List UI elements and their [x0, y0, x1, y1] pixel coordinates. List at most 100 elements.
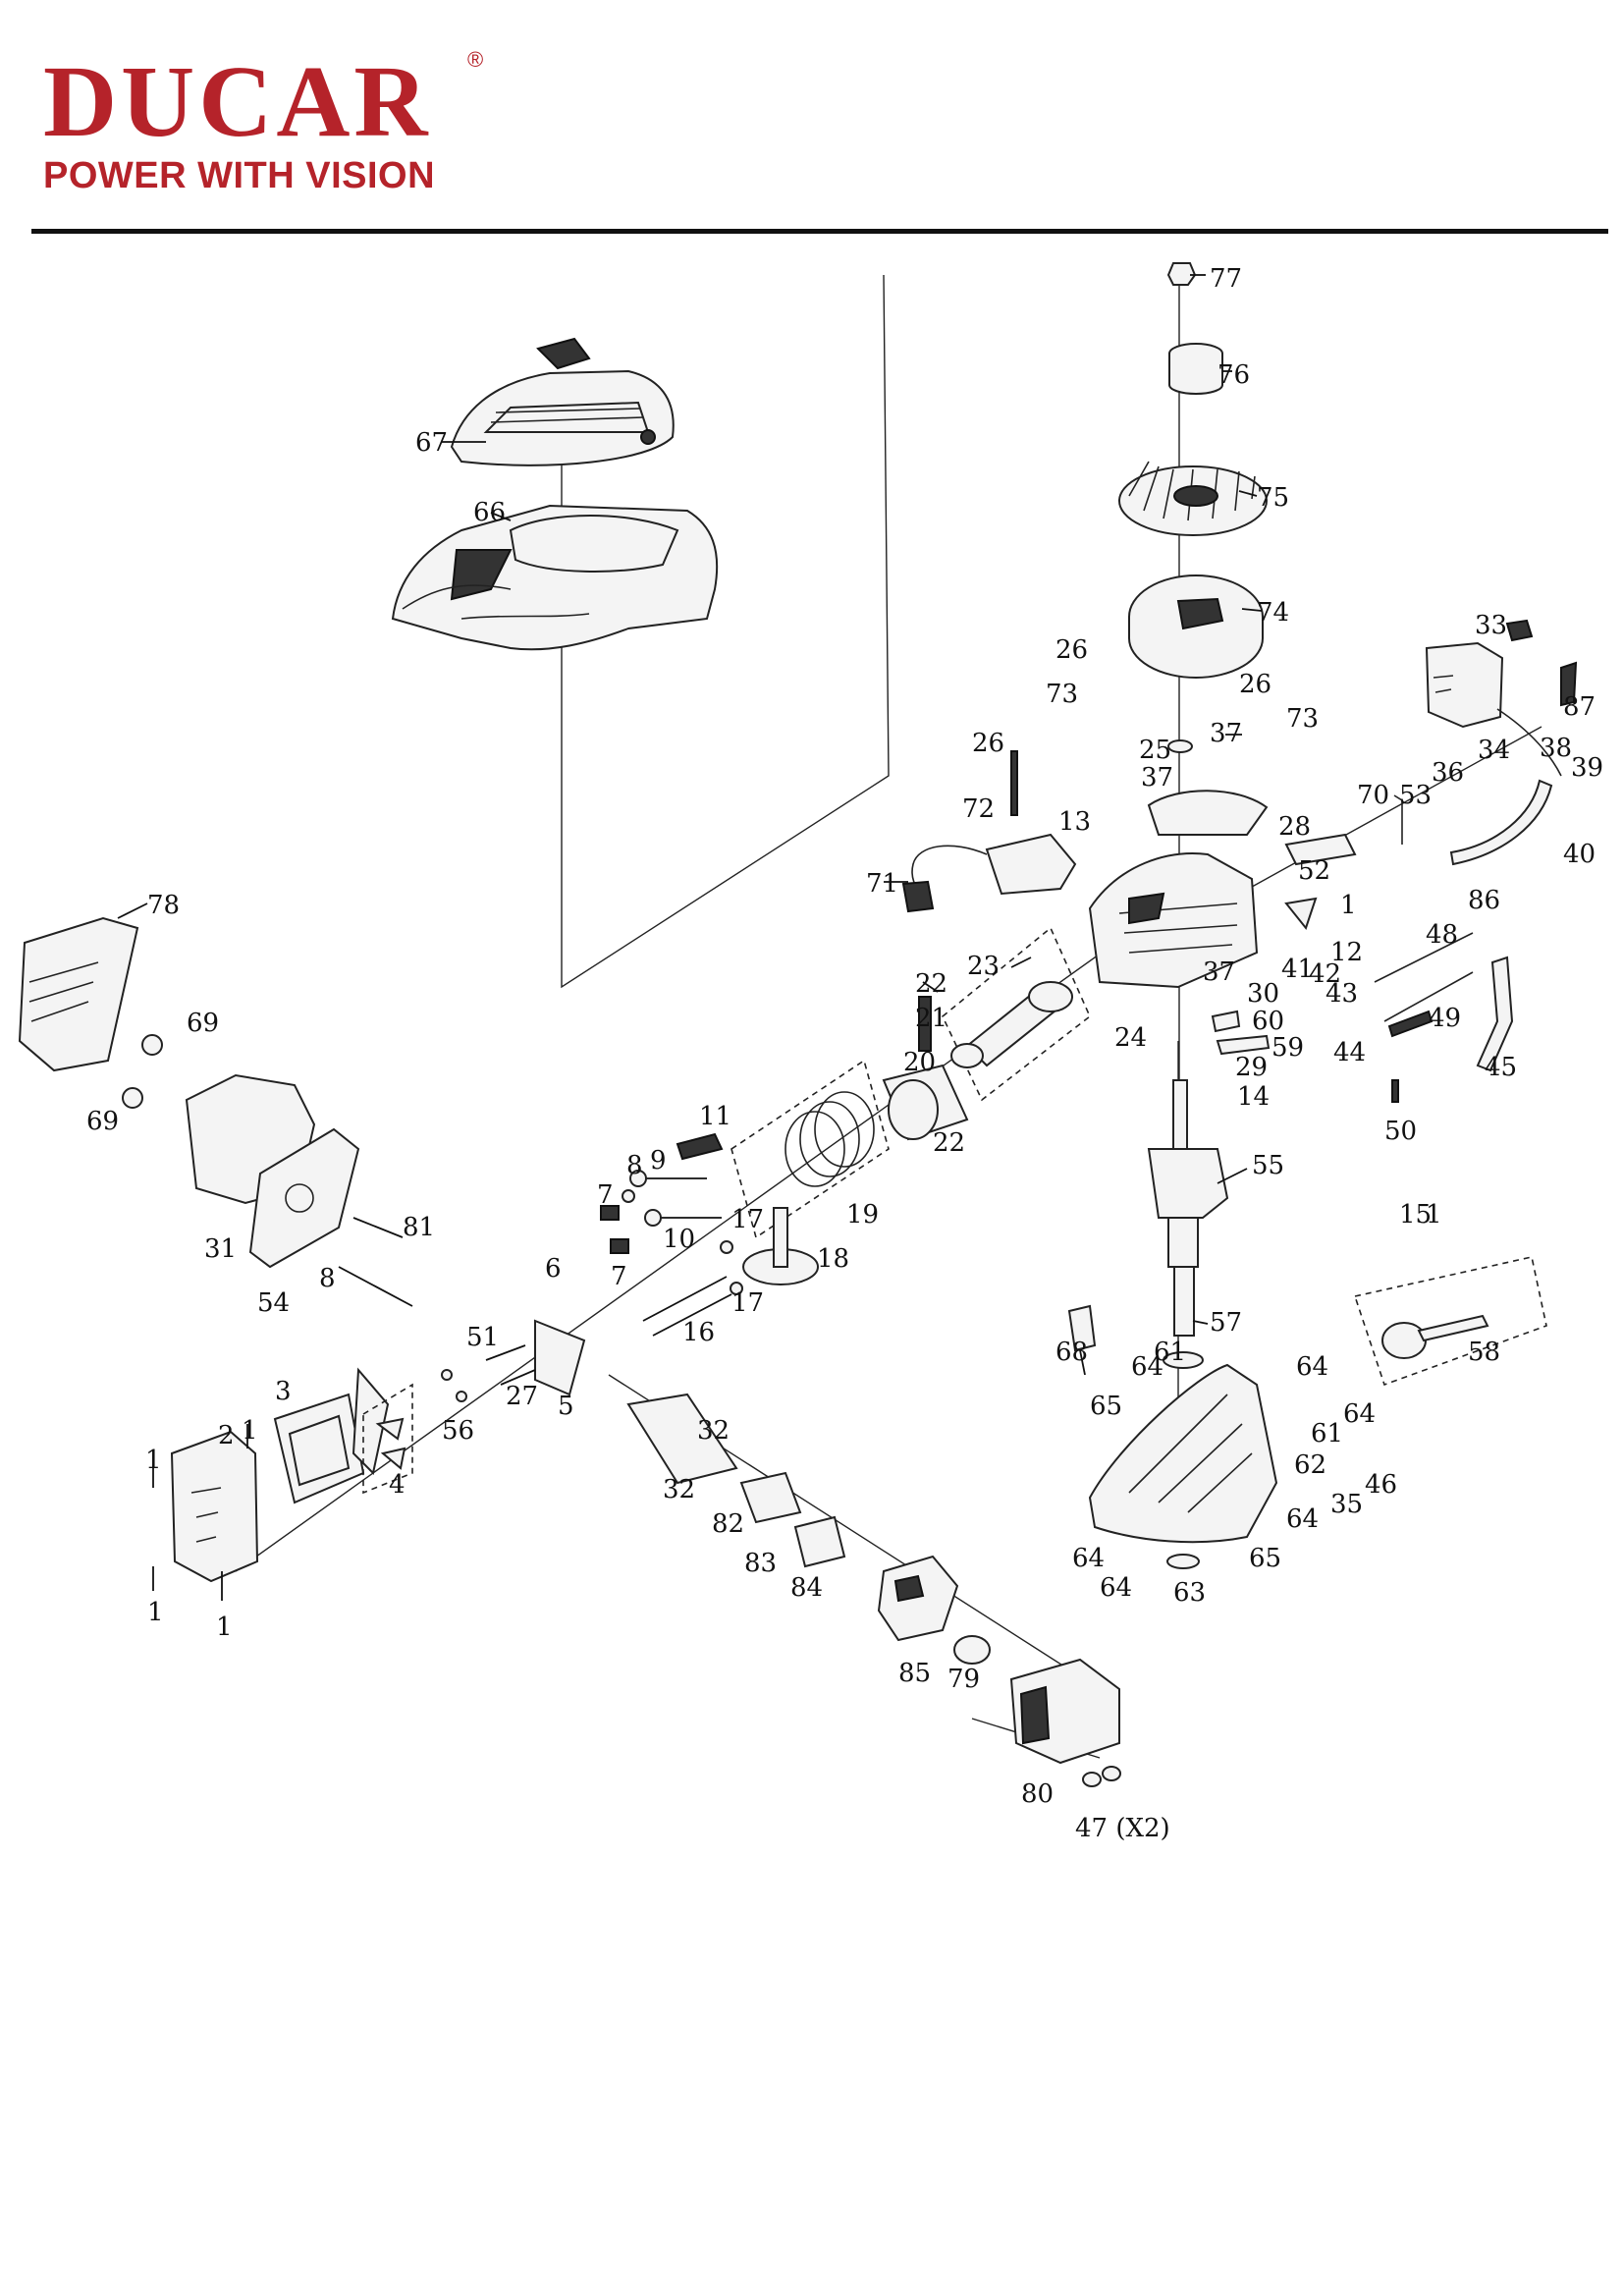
- callout-1-a: 1: [1340, 891, 1357, 920]
- callout-7-b: 7: [611, 1262, 627, 1291]
- callout-17-a: 17: [731, 1205, 764, 1234]
- callout-32-a: 32: [697, 1416, 730, 1446]
- callout-37-c: 37: [1203, 957, 1235, 987]
- callout-55: 55: [1252, 1151, 1284, 1180]
- callout-80: 80: [1021, 1779, 1054, 1809]
- callout-64-a: 64: [1131, 1352, 1163, 1382]
- callout-74: 74: [1257, 598, 1289, 628]
- callout-65-b: 65: [1249, 1544, 1281, 1573]
- callout-57: 57: [1210, 1308, 1242, 1338]
- sump-group: [1067, 1304, 1278, 1569]
- callout-8-b: 8: [319, 1264, 336, 1293]
- callout-87: 87: [1563, 692, 1596, 722]
- callout-59: 59: [1271, 1033, 1304, 1063]
- callout-84: 84: [790, 1573, 823, 1603]
- part-58-governor: [1353, 1256, 1547, 1387]
- callout-46: 46: [1365, 1470, 1397, 1500]
- callout-13-a: 13: [1058, 807, 1091, 837]
- callout-43: 43: [1325, 979, 1358, 1009]
- callout-49: 49: [1429, 1004, 1461, 1033]
- callout-83: 83: [744, 1549, 777, 1578]
- callout-26-c: 26: [972, 729, 1004, 758]
- callout-27: 27: [506, 1382, 538, 1411]
- valve-cover-group: [152, 1367, 390, 1601]
- callout-42: 42: [1309, 959, 1341, 989]
- part-55-crankshaft: [1147, 1079, 1229, 1369]
- callout-53: 53: [1399, 781, 1432, 810]
- callout-31: 31: [204, 1234, 237, 1264]
- callout-35: 35: [1330, 1490, 1363, 1519]
- callout-11: 11: [699, 1102, 731, 1131]
- callout-44: 44: [1333, 1038, 1366, 1067]
- callout-20: 20: [903, 1048, 936, 1077]
- callout-81: 81: [403, 1213, 435, 1242]
- brand-tagline: POWER WITH VISION: [43, 155, 436, 196]
- callout-48: 48: [1426, 920, 1458, 950]
- callout-4: 4: [389, 1470, 406, 1500]
- callout-1-f: 1: [216, 1613, 233, 1642]
- callout-52: 52: [1298, 856, 1330, 886]
- callout-29: 29: [1235, 1053, 1268, 1082]
- fuel-tank-assembly: [1425, 619, 1578, 866]
- callout-73-a: 73: [1046, 680, 1078, 709]
- callout-9: 9: [650, 1146, 667, 1175]
- callout-15: 15: [1399, 1200, 1432, 1230]
- callout-58: 58: [1468, 1338, 1500, 1367]
- callout-73-b: 73: [1286, 704, 1319, 734]
- callout-75: 75: [1257, 483, 1289, 513]
- callout-63: 63: [1173, 1578, 1206, 1608]
- callout-61-b: 61: [1311, 1419, 1343, 1449]
- callout-66: 66: [473, 498, 506, 527]
- callout-39: 39: [1571, 753, 1603, 783]
- flywheel-stack: [1118, 262, 1268, 753]
- callout-26-b: 26: [1239, 670, 1271, 699]
- callout-68: 68: [1055, 1338, 1088, 1367]
- callout-67: 67: [415, 428, 448, 458]
- callout-17-b: 17: [731, 1288, 764, 1318]
- camshaft-group: [642, 1207, 819, 1337]
- callout-77: 77: [1210, 264, 1242, 294]
- callout-54: 54: [257, 1288, 290, 1318]
- callout-64-b: 64: [1296, 1352, 1328, 1382]
- brand-logo: DUCAR ® POWER WITH VISION: [43, 47, 483, 196]
- callout-47-x2: 47 (X2): [1075, 1814, 1170, 1843]
- callout-76: 76: [1217, 360, 1250, 390]
- part-71-ignition-coil: [901, 750, 1077, 913]
- callout-37-a: 37: [1210, 719, 1242, 748]
- callout-64-e: 64: [1072, 1544, 1105, 1573]
- callout-70: 70: [1357, 781, 1389, 810]
- callout-79: 79: [947, 1665, 980, 1694]
- callout-60: 60: [1252, 1007, 1284, 1036]
- part-callouts: 77 76 75 74 67 66 33 87 26 73 26 37 73 3…: [86, 264, 1603, 1843]
- callout-1-c: 1: [242, 1416, 258, 1446]
- registered-mark: ®: [467, 47, 484, 72]
- callout-22-a: 22: [915, 969, 947, 999]
- callout-3: 3: [275, 1377, 292, 1406]
- callout-41: 41: [1281, 955, 1314, 984]
- part-24-crankcase: [1088, 790, 1269, 989]
- callout-38: 38: [1540, 734, 1572, 763]
- callout-65-a: 65: [1090, 1392, 1122, 1421]
- callout-5: 5: [558, 1392, 574, 1421]
- callout-50: 50: [1384, 1117, 1417, 1146]
- callout-71: 71: [866, 869, 898, 899]
- callout-32-b: 32: [663, 1475, 695, 1504]
- callout-86: 86: [1468, 886, 1500, 915]
- callout-14: 14: [1237, 1082, 1270, 1112]
- callout-69-b: 69: [86, 1107, 119, 1136]
- callout-8-a: 8: [626, 1151, 643, 1180]
- callout-6: 6: [545, 1254, 562, 1284]
- part-67-top-cover: [450, 337, 675, 466]
- callout-37-b: 37: [1141, 763, 1173, 793]
- callout-30: 30: [1247, 979, 1279, 1009]
- callout-64-c: 64: [1343, 1399, 1376, 1429]
- header-rule: [31, 229, 1608, 234]
- leader-lines: [117, 274, 1263, 1325]
- callout-64-f: 64: [1100, 1573, 1132, 1603]
- callout-82: 82: [712, 1509, 744, 1539]
- callout-2: 2: [218, 1421, 235, 1450]
- callout-25: 25: [1139, 736, 1171, 765]
- carburettor-airfilter-group: [877, 1555, 1121, 1787]
- callout-12: 12: [1330, 938, 1363, 967]
